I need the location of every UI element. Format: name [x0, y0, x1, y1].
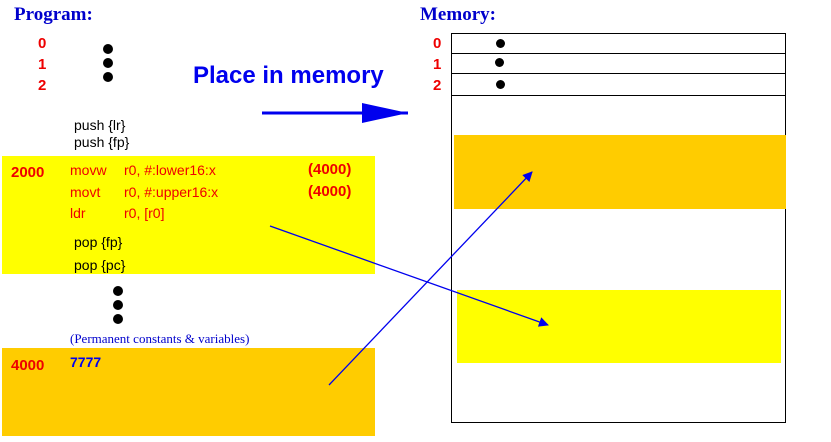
constants-note: (Permanent constants & variables): [70, 331, 250, 346]
ellipsis-dot: [103, 44, 113, 54]
load-arrow: [269, 225, 549, 327]
program-index-2: 2: [38, 77, 47, 94]
push-lr-line: push {lr}: [74, 117, 126, 133]
ellipsis-dot: [103, 72, 113, 82]
place-in-memory-label: Place in memory: [193, 62, 384, 89]
memory-dot: [496, 80, 505, 89]
memory-index-0: 0: [433, 35, 442, 52]
address-2000: 2000: [11, 164, 45, 181]
program-block-2000: [2, 156, 375, 274]
program-title: Program:: [14, 4, 93, 25]
memory-block-code: [457, 290, 781, 363]
memory-index-2: 2: [433, 77, 442, 94]
program-block-4000: [2, 348, 375, 436]
movt-args: r0, #:upper16:x: [124, 184, 219, 200]
ldr-op: ldr: [70, 205, 86, 221]
pop-fp-line: pop {fp}: [74, 234, 123, 250]
address-4000: 4000: [11, 357, 45, 374]
movw-args: r0, #:lower16:x: [124, 162, 216, 178]
memory-index-1: 1: [433, 56, 442, 73]
memory-row-divider: [451, 95, 786, 96]
ellipsis-dot: [113, 286, 123, 296]
memory-title: Memory:: [420, 4, 496, 25]
pop-pc-line: pop {pc}: [74, 257, 126, 273]
address-arrow: [328, 171, 533, 386]
ellipsis-dot: [113, 314, 123, 324]
memory-dot: [495, 58, 504, 67]
push-fp-line: push {fp}: [74, 134, 130, 150]
ellipsis-dot: [103, 58, 113, 68]
program-index-1: 1: [38, 56, 47, 73]
movw-op: movw: [70, 162, 107, 178]
movw-value: (4000): [308, 161, 352, 178]
ellipsis-dot: [113, 300, 123, 310]
movt-op: movt: [70, 184, 101, 200]
program-index-0: 0: [38, 35, 47, 52]
ldr-args: r0, [r0]: [124, 205, 165, 221]
movt-value: (4000): [308, 183, 352, 200]
memory-dot: [496, 39, 505, 48]
memory-row-divider: [451, 73, 786, 74]
value-7777: 7777: [70, 354, 102, 370]
memory-row-divider: [451, 53, 786, 54]
